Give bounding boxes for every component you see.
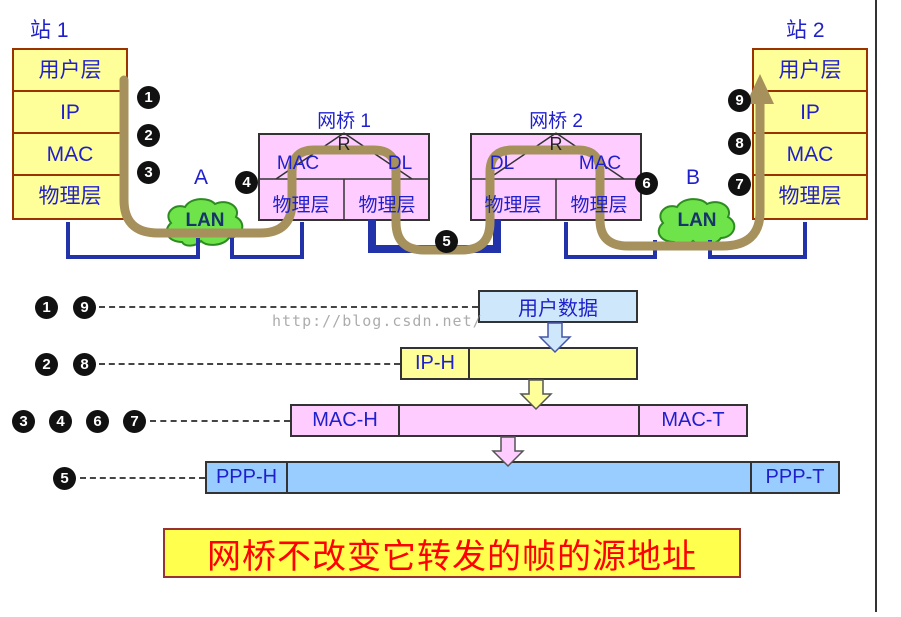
ppp-header-label: PPP-H (207, 463, 288, 492)
watermark-text: http://blog.csdn.net/ (272, 312, 483, 330)
step-marker-6: 6 (635, 172, 658, 195)
bridge2-mac-label: MAC (578, 153, 622, 174)
connector-station1-lan-a (66, 222, 200, 259)
lan-b-name: LAN (677, 210, 717, 231)
station1-layer-user: 用户层 (14, 50, 126, 92)
bridge2-relay-label: R (549, 134, 563, 154)
station2-title: 站 2 (786, 19, 825, 42)
step-marker-9: 9 (728, 89, 751, 112)
mac-frame-bar: MAC-H MAC-T (290, 404, 748, 437)
row1-marker-9: 9 (73, 296, 96, 319)
step-marker-1: 1 (137, 86, 160, 109)
station1-stack: 用户层 IP MAC 物理层 (12, 48, 128, 220)
row2-marker-8: 8 (73, 353, 96, 376)
caption-banner: 网桥不改变它转发的帧的源地址 (163, 528, 741, 578)
connector-lan-a-bridge1 (230, 222, 304, 259)
leader-line-ppp (80, 477, 205, 479)
bridge1-dl-label: DL (387, 153, 413, 174)
mac-trailer-label: MAC-T (661, 409, 725, 431)
mac-header-label: MAC-H (292, 406, 400, 435)
ppp-payload-cell (288, 463, 752, 492)
user-data-box: 用户数据 (478, 290, 638, 323)
connector-bridge2-lan-b (564, 222, 657, 259)
ppp-frame-bar: PPP-H PPP-T (205, 461, 840, 494)
lan-a-letter: A (194, 166, 209, 189)
step-marker-3: 3 (137, 161, 160, 184)
station2-layer-ip: IP (754, 92, 866, 134)
step-marker-2: 2 (137, 124, 160, 147)
bridge1-phy-left-label: 物理层 (272, 195, 330, 216)
row3-marker-7: 7 (123, 410, 146, 433)
bridge2-phy-right-label: 物理层 (570, 195, 628, 216)
row4-marker-5: 5 (53, 467, 76, 490)
station2-stack: 用户层 IP MAC 物理层 (752, 48, 868, 220)
mac-payload-cell (400, 406, 640, 435)
step-marker-8: 8 (728, 132, 751, 155)
row1-marker-1: 1 (35, 296, 58, 319)
row3-marker-6: 6 (86, 410, 109, 433)
leader-line-user-data (99, 306, 478, 308)
user-data-label: 用户数据 (518, 298, 598, 320)
ip-header-label: IP-H (402, 349, 470, 378)
ppp-trailer-label: PPP-T (765, 466, 825, 488)
lan-b-letter: B (686, 166, 701, 189)
bridge2-title: 网桥 2 (529, 111, 583, 132)
step-marker-5: 5 (435, 230, 458, 253)
step-marker-7: 7 (728, 173, 751, 196)
row3-marker-4: 4 (49, 410, 72, 433)
ip-packet-bar: IP-H (400, 347, 638, 380)
bridge1-phy-right-label: 物理层 (358, 195, 416, 216)
leader-line-mac (150, 420, 290, 422)
bridge1-title: 网桥 1 (317, 111, 371, 132)
station1-layer-phy: 物理层 (38, 185, 102, 208)
station2-layer-user: 用户层 (754, 50, 866, 92)
station1-layer-mac: MAC (14, 134, 126, 176)
slide-right-border (875, 0, 877, 612)
station2-layer-mac: MAC (754, 134, 866, 176)
station1-layer-ip: IP (14, 92, 126, 134)
bridge2-phy-left-label: 物理层 (484, 195, 542, 216)
bridge1-relay-label: R (337, 134, 351, 154)
bridge1-mac-label: MAC (276, 153, 320, 174)
row2-marker-2: 2 (35, 353, 58, 376)
station2-layer-phy: 物理层 (778, 185, 842, 208)
row3-marker-3: 3 (12, 410, 35, 433)
leader-line-ip (99, 363, 400, 365)
lan-a-name: LAN (185, 210, 225, 231)
step-marker-4: 4 (235, 171, 258, 194)
ip-payload-cell (470, 349, 636, 378)
bridge2-dl-label: DL (489, 153, 515, 174)
station1-title: 站 1 (30, 19, 69, 42)
connector-lan-b-station2 (708, 222, 807, 259)
